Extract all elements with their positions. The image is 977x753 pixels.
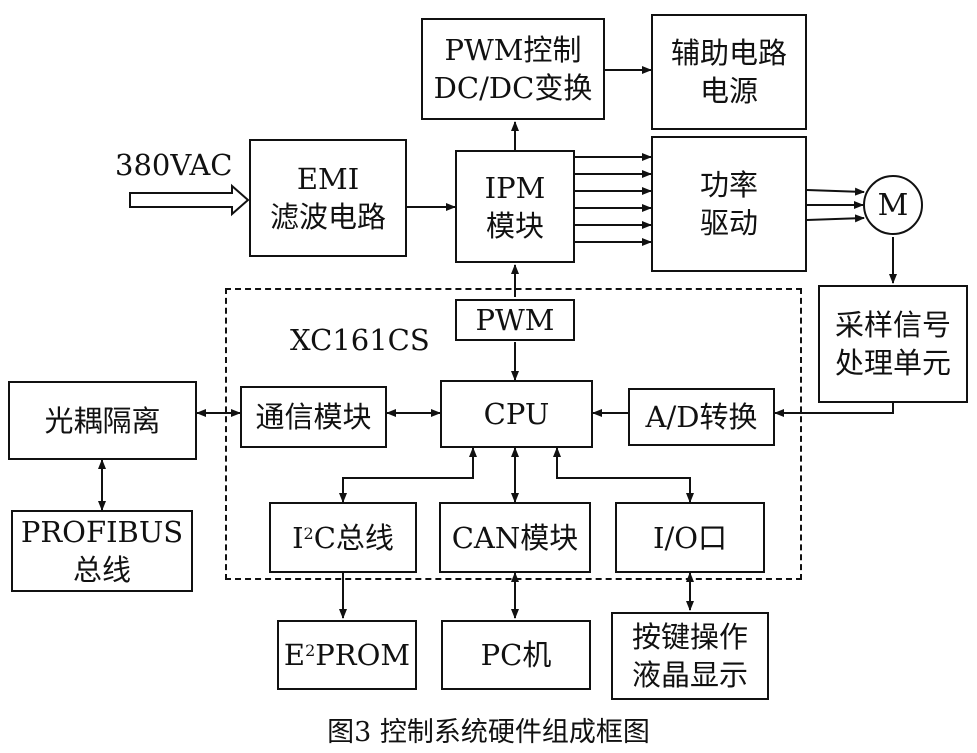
- keypad-lcd-block: 按键操作液晶显示: [611, 612, 769, 700]
- pwm-block: PWM: [455, 299, 575, 341]
- ac-input-label: 380VAC: [115, 148, 233, 182]
- mcu-boundary: [225, 288, 802, 580]
- eeprom-block: E2PROM: [277, 620, 417, 690]
- figure-caption: 图3 控制系统硬件组成框图: [327, 717, 650, 748]
- aux-power-block: 辅助电路电源: [651, 14, 807, 130]
- i2c-bus-block: I2C总线: [269, 502, 417, 573]
- motor: M: [863, 175, 923, 235]
- sampling-block: 采样信号处理单元: [818, 285, 968, 403]
- comm-module-block: 通信模块: [240, 386, 387, 448]
- cpu-block: CPU: [440, 380, 593, 448]
- ad-converter-block: A/D转换: [628, 388, 775, 446]
- mcu-label: XC161CS: [290, 323, 430, 357]
- optocoupler-block: 光耦隔离: [8, 381, 197, 460]
- pc-block: PC机: [441, 620, 591, 690]
- io-port-block: I/O口: [615, 502, 765, 573]
- ac-input-arrow: [129, 183, 250, 217]
- can-module-block: CAN模块: [439, 502, 591, 573]
- power-drive-block: 功率驱动: [651, 136, 807, 272]
